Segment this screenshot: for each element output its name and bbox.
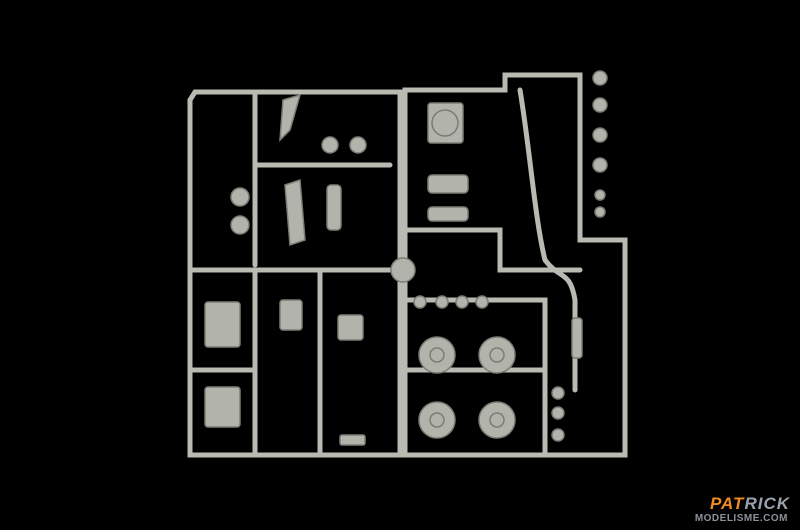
logo-part1: PAT <box>709 494 745 513</box>
watermark-logo: PATRICK MODELISME.COM <box>676 480 794 526</box>
logo-site: MODELISME.COM <box>694 513 788 524</box>
sprue-parts <box>204 70 608 446</box>
logo-part2: RICK <box>744 494 790 513</box>
logo-name: PATRICK <box>710 494 790 514</box>
